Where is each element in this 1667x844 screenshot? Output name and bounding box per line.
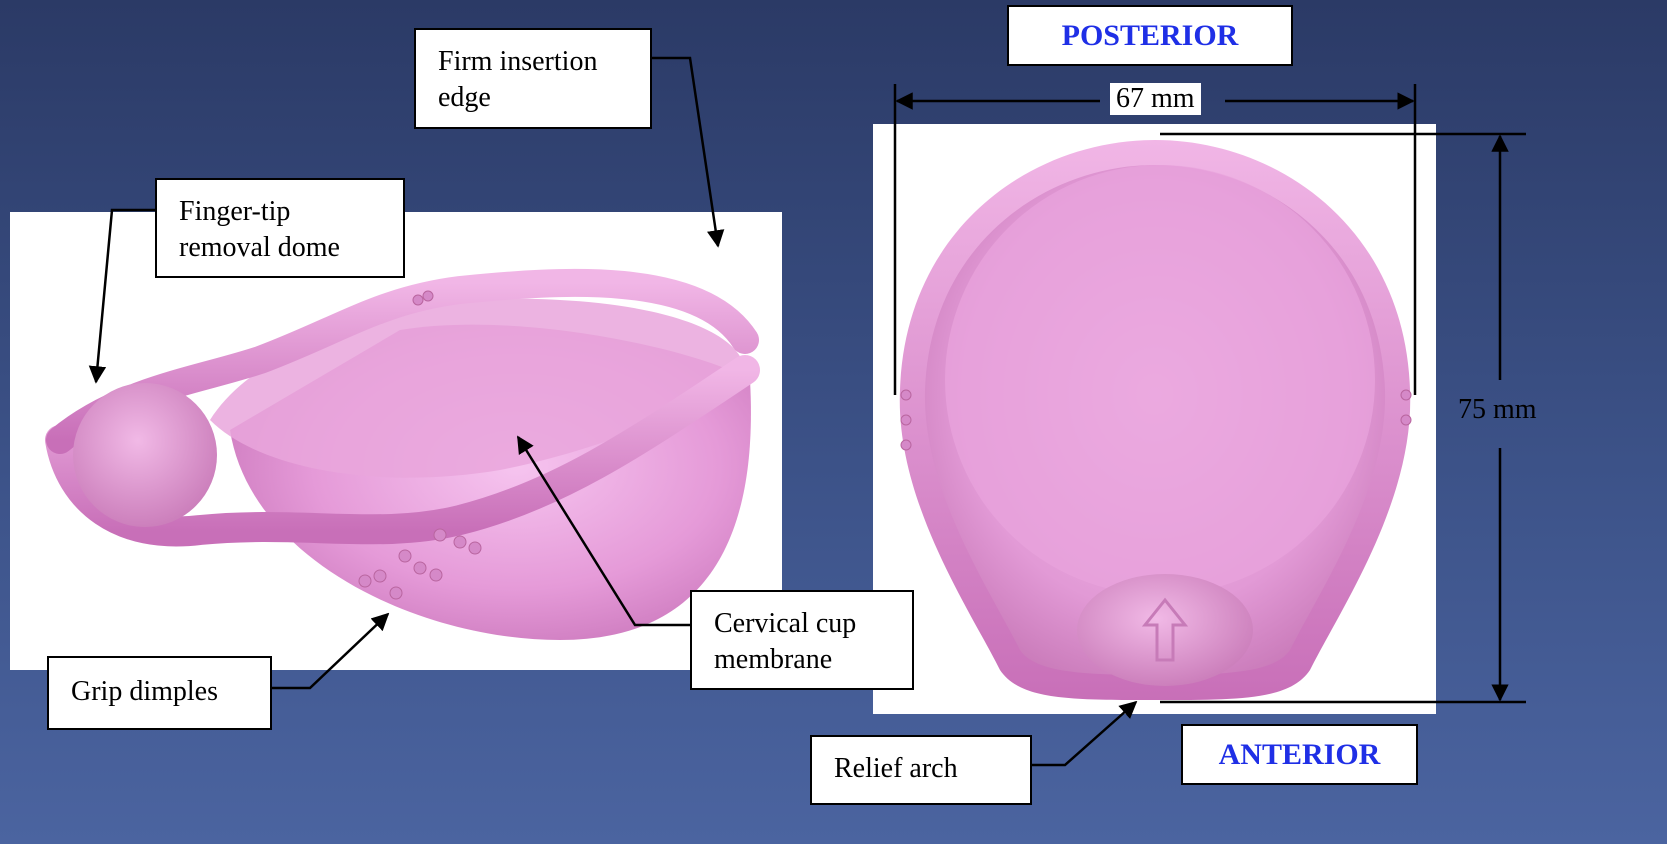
top-view-device <box>900 140 1411 700</box>
dimension-width-label: 67 mm <box>1110 83 1201 115</box>
label-relief-arch: Relief arch <box>810 735 1032 805</box>
dimension-height-label: 75 mm <box>1458 394 1537 426</box>
heading-posterior: POSTERIOR <box>1007 5 1293 66</box>
label-finger-tip-removal-dome: Finger-tip removal dome <box>155 178 405 278</box>
label-firm-insertion-edge: Firm insertion edge <box>414 28 652 129</box>
label-grip-dimples: Grip dimples <box>47 656 272 730</box>
side-view-device <box>60 283 751 640</box>
heading-anterior: ANTERIOR <box>1181 724 1418 785</box>
label-cervical-cup-membrane: Cervical cup membrane <box>690 590 914 690</box>
